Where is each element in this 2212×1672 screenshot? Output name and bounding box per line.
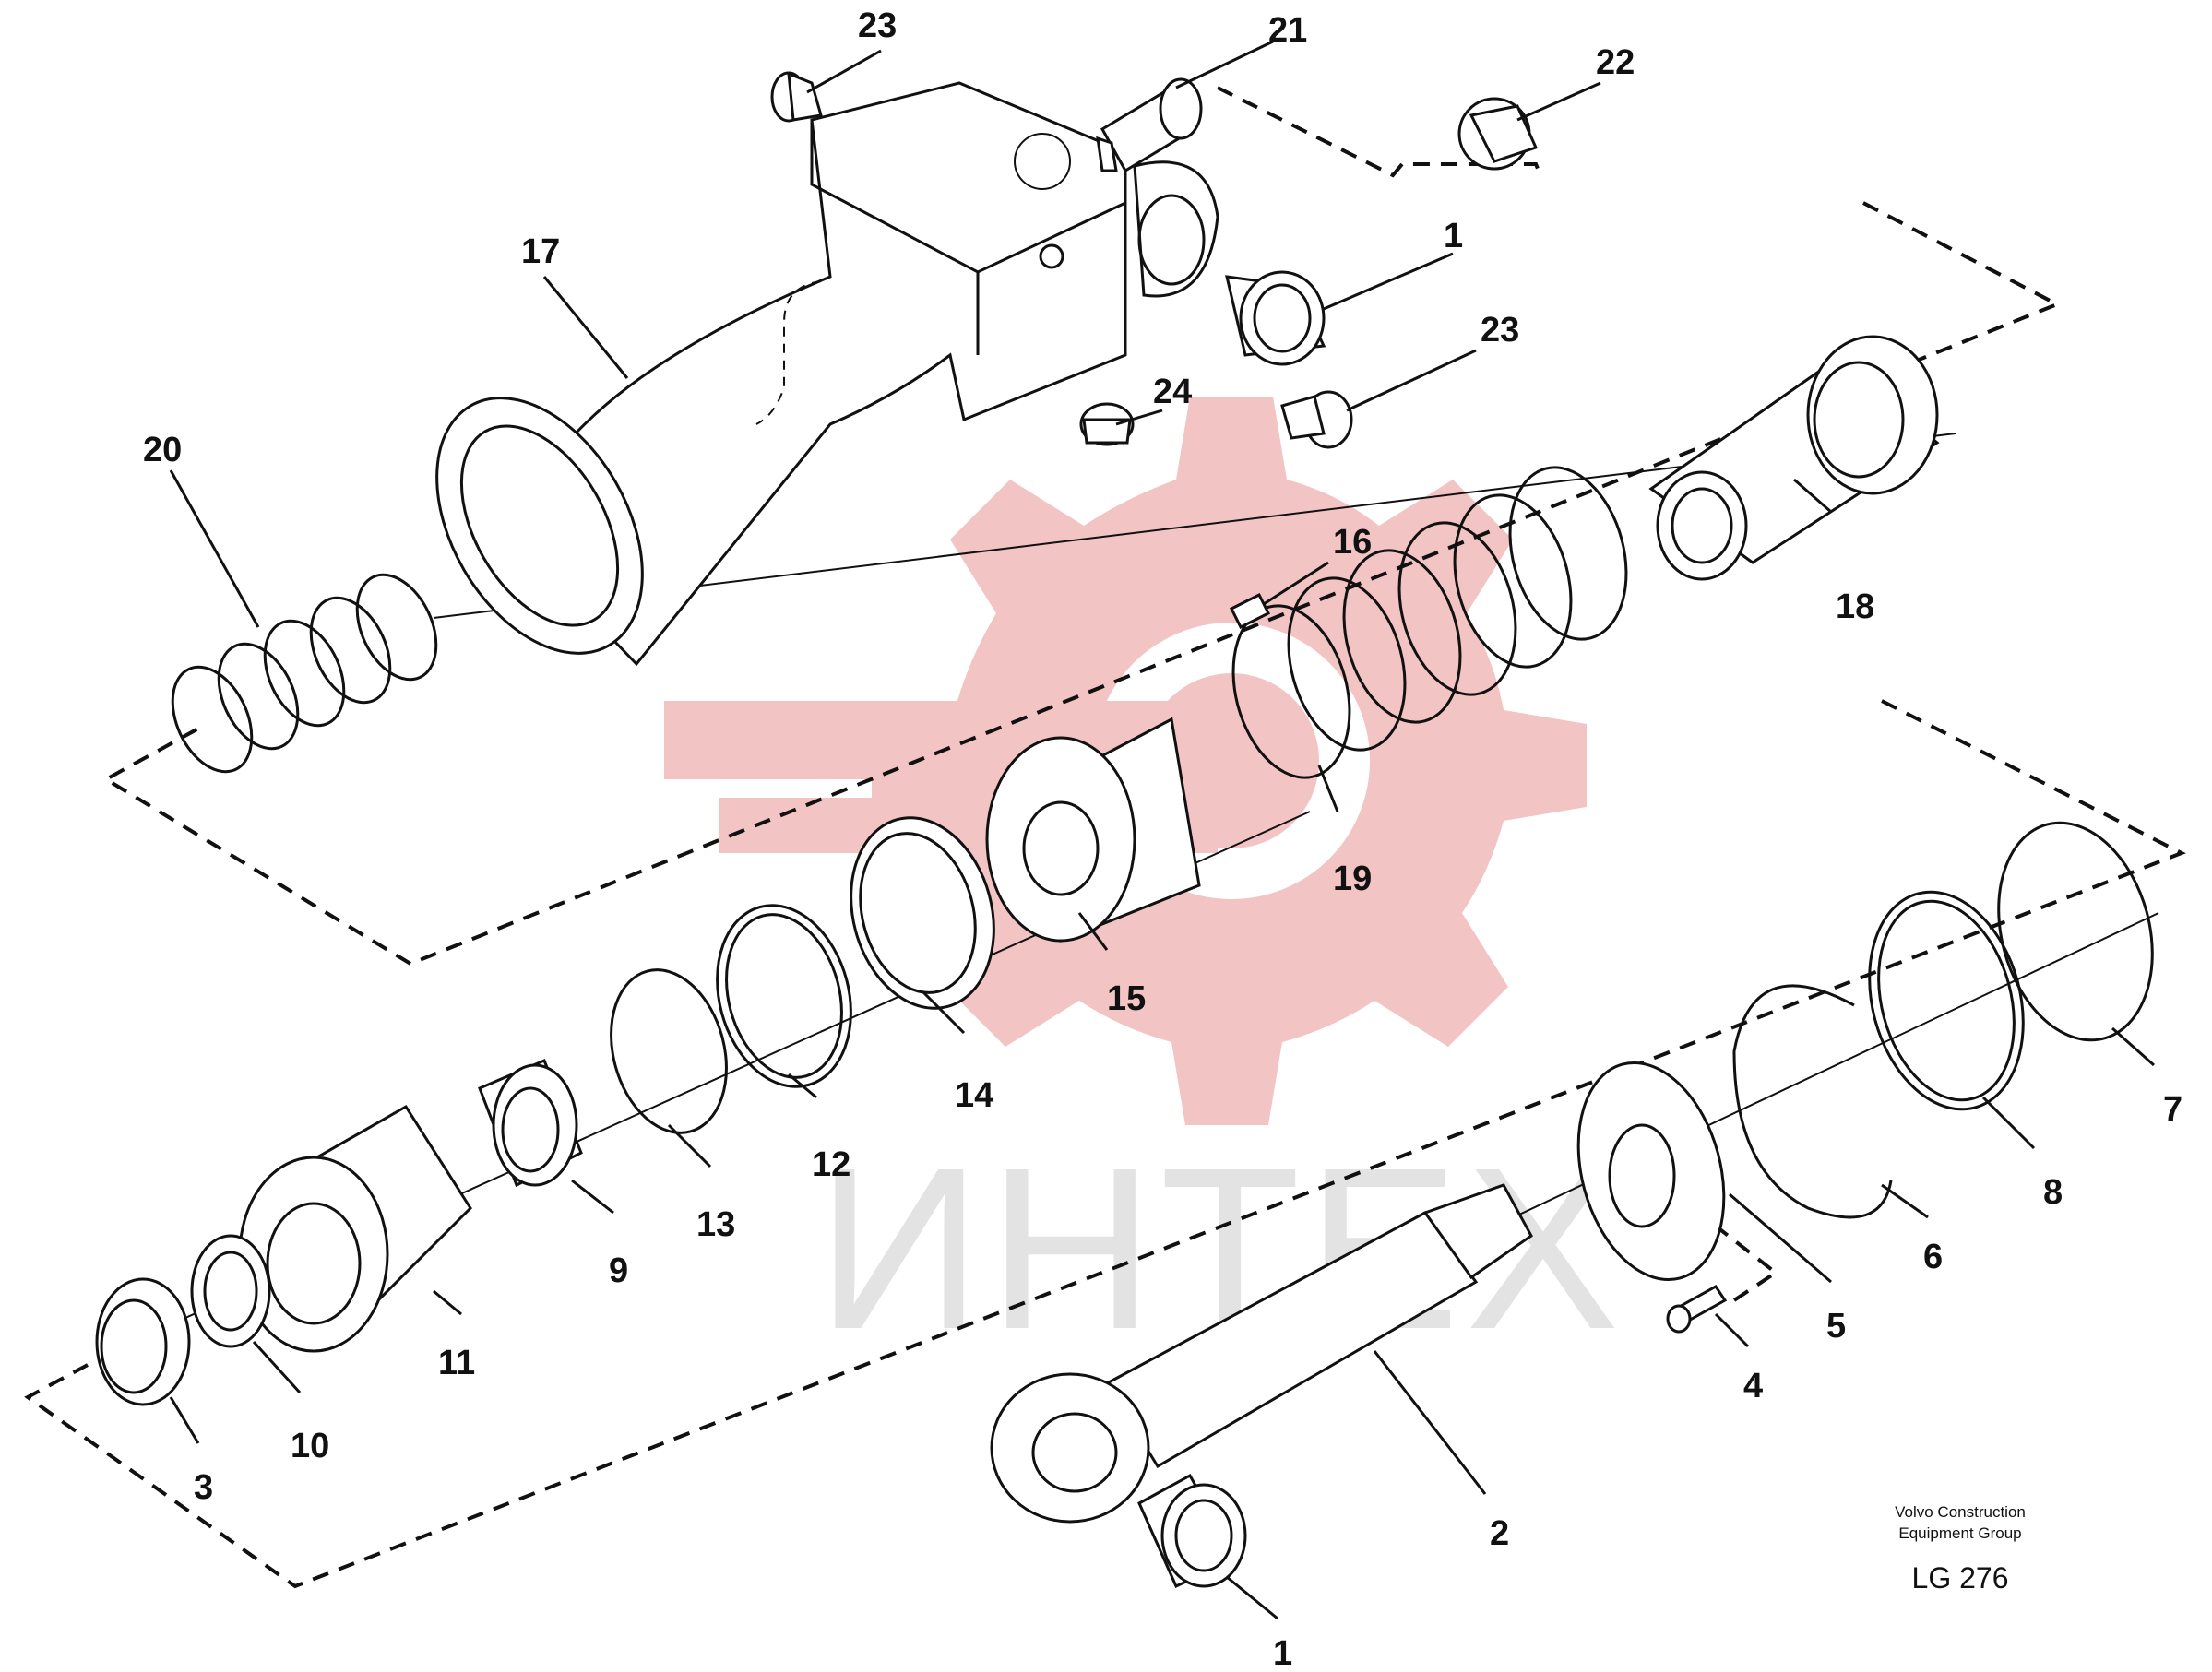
bolt: [1666, 1285, 1728, 1334]
credit-line-2: Equipment Group: [1898, 1524, 2021, 1542]
callout-6: 6: [1923, 1238, 1943, 1276]
callout-11: 11: [438, 1344, 475, 1382]
callout-13: 13: [696, 1205, 735, 1244]
callout-17: 17: [521, 232, 560, 271]
callout-23-top: 23: [858, 6, 897, 45]
set-screw: [1229, 592, 1271, 630]
callout-20: 20: [143, 431, 182, 469]
leader-lines: [169, 40, 2155, 1620]
cylinder-barrel: [435, 81, 1219, 667]
callout-15: 15: [1107, 979, 1146, 1018]
dash-line-long-upper: [102, 201, 2062, 966]
plug-middle: [1280, 390, 1353, 449]
callout-4: 4: [1743, 1367, 1763, 1405]
callout-2: 2: [1490, 1514, 1509, 1553]
o-ring-outer: [1997, 821, 2154, 1042]
bushing-bottom: [1137, 1473, 1247, 1588]
spring-left: [171, 573, 438, 774]
plug-top-right: [1457, 97, 1539, 171]
seal-ring-outer: [1868, 890, 2025, 1111]
callout-22: 22: [1596, 43, 1635, 82]
snap-ring: [1732, 984, 1893, 1219]
small-plug: [1079, 402, 1135, 446]
callout-9: 9: [609, 1251, 628, 1290]
callout-5: 5: [1826, 1307, 1846, 1346]
flange-plate: [1576, 1061, 1726, 1282]
rod-tube: [1648, 335, 1940, 581]
callout-23-middle: 23: [1481, 311, 1519, 350]
piston: [985, 717, 1201, 943]
credit-line-1: Volvo Construction: [1895, 1503, 2026, 1521]
wiper-seal: [95, 1277, 191, 1406]
callout-24: 24: [1153, 373, 1192, 411]
callout-1-top: 1: [1444, 217, 1463, 255]
guide-bushing: [478, 1059, 583, 1188]
cylinder-head: [238, 1104, 472, 1353]
callout-12: 12: [812, 1145, 850, 1184]
dash-line-long-lower: [24, 699, 2186, 1589]
callout-19: 19: [1333, 860, 1372, 898]
callout-21: 21: [1268, 11, 1307, 50]
spring-middle: [1231, 466, 1628, 779]
drawing-code: LG 276: [1912, 1561, 2009, 1595]
dash-line-upper: [1217, 86, 1542, 178]
seal-ring: [716, 904, 852, 1088]
callout-16: 16: [1333, 523, 1372, 562]
check-valve: [1096, 77, 1203, 173]
piston-rod: [990, 1183, 1533, 1524]
callout-14: 14: [955, 1076, 993, 1115]
callout-3: 3: [194, 1468, 213, 1507]
callout-7: 7: [2163, 1090, 2182, 1129]
callout-8: 8: [2043, 1173, 2063, 1212]
callout-10: 10: [291, 1427, 329, 1465]
plug-top-left: [770, 71, 823, 123]
callout-18: 18: [1836, 587, 1874, 626]
callout-1-bottom: 1: [1273, 1634, 1292, 1672]
bushing-top: [1225, 270, 1326, 366]
o-ring: [610, 968, 728, 1134]
